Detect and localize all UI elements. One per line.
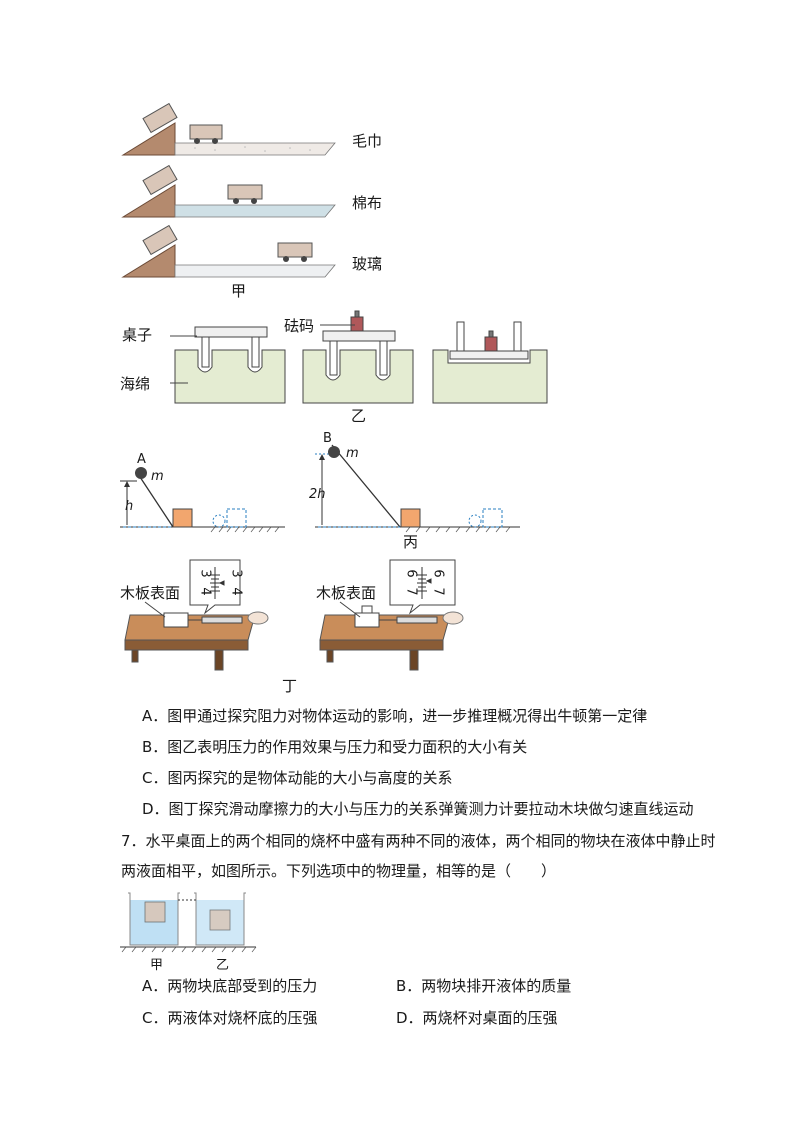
cotton-track bbox=[121, 164, 336, 218]
height-2h-label: 2h bbox=[309, 487, 326, 502]
gauge-right-bottom-right: 7 bbox=[430, 587, 446, 596]
cart-icon bbox=[142, 224, 313, 262]
label-sponge: 海绵 bbox=[120, 375, 151, 393]
glass-track bbox=[121, 224, 336, 278]
incline-b bbox=[315, 444, 520, 533]
gauge-left-top-left: 3 bbox=[197, 569, 213, 578]
gauge-right-top-right: 6 bbox=[430, 569, 446, 578]
q6-option-d: D．图丁探究滑动摩擦力的大小与压力的关系弹簧测力计要拉动木块做匀速直线运动 bbox=[142, 800, 694, 818]
sponge-3 bbox=[432, 321, 548, 404]
cart-icon bbox=[142, 164, 263, 204]
q6-option-b: B．图乙表明压力的作用效果与压力和受力面积的大小有关 bbox=[142, 738, 528, 756]
figure-beakers bbox=[120, 892, 257, 953]
gauge-left-bottom-right: 4 bbox=[228, 587, 244, 596]
height-h-label: h bbox=[125, 499, 134, 514]
q7-option-d: D．两烧杯对桌面的压强 bbox=[396, 1009, 558, 1027]
figure-ding bbox=[124, 559, 464, 671]
label-weight: 砝码 bbox=[284, 317, 315, 335]
mass-a-label: m bbox=[151, 469, 164, 484]
beaker-label-jia: 甲 bbox=[150, 958, 164, 973]
mass-b-label: m bbox=[346, 446, 359, 461]
sponge-2 bbox=[302, 310, 414, 404]
bench-right bbox=[319, 559, 464, 671]
surface-label-towel: 毛巾 bbox=[352, 132, 383, 150]
incline-a bbox=[120, 467, 285, 533]
caption-ding: 丁 bbox=[282, 677, 298, 695]
caption-yi: 乙 bbox=[351, 407, 367, 425]
beaker-jia bbox=[128, 892, 180, 946]
q6-option-a: A．图甲通过探究阻力对物体运动的影响，进一步推理概况得出牛顿第一定律 bbox=[142, 707, 648, 725]
gauge-right-top-left: 6 bbox=[403, 569, 419, 578]
gauge-left-bottom-left: 4 bbox=[197, 587, 213, 596]
q7-option-a: A．两物块底部受到的压力 bbox=[142, 977, 318, 995]
weight-icon bbox=[350, 310, 364, 332]
towel-track bbox=[121, 102, 336, 156]
board-label-right: 木板表面 bbox=[316, 584, 377, 602]
q7-stem-line2: 两液面相平，如图所示。下列选项中的物理量，相等的是（ ） bbox=[121, 862, 557, 880]
label-table: 桌子 bbox=[122, 326, 153, 344]
caption-jia: 甲 bbox=[231, 282, 247, 300]
figure-yi bbox=[170, 310, 548, 404]
sponge-1 bbox=[174, 326, 286, 404]
figure-jia bbox=[121, 102, 336, 278]
q7-option-c: C．两液体对烧杯底的压强 bbox=[142, 1009, 318, 1027]
beaker-yi bbox=[194, 892, 246, 946]
gauge-right-bottom-left: 7 bbox=[403, 587, 419, 596]
point-b-label: B bbox=[323, 431, 332, 446]
point-a-label: A bbox=[137, 452, 146, 467]
surface-label-glass: 玻璃 bbox=[352, 255, 383, 273]
gauge-left-top-right: 3 bbox=[228, 569, 244, 578]
q7-option-b: B．两物块排开液体的质量 bbox=[396, 977, 572, 995]
beaker-label-yi: 乙 bbox=[216, 958, 230, 973]
weight-icon bbox=[484, 330, 498, 352]
q6-option-c: C．图丙探究的是物体动能的大小与高度的关系 bbox=[142, 769, 453, 787]
caption-bing: 丙 bbox=[403, 533, 419, 551]
figure-bing bbox=[120, 444, 520, 533]
bench-left bbox=[124, 559, 269, 671]
q7-stem-line1: 7．水平桌面上的两个相同的烧杯中盛有两种不同的液体，两个相同的物块在液体中静止时 bbox=[121, 832, 716, 850]
board-label-left: 木板表面 bbox=[120, 584, 181, 602]
cart-icon bbox=[142, 102, 223, 144]
surface-label-cotton: 棉布 bbox=[352, 194, 383, 212]
